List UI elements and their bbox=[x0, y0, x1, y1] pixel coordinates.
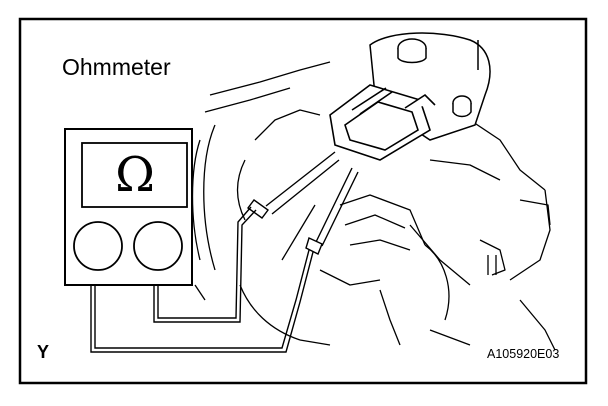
sensor-connector bbox=[329, 84, 436, 161]
probe-leads bbox=[90, 151, 359, 353]
meter-display bbox=[81, 142, 188, 208]
engine-background-sketch bbox=[191, 61, 556, 351]
meter-terminal-left bbox=[73, 221, 123, 271]
meter-terminal-right bbox=[133, 221, 183, 271]
ohmmeter-device bbox=[64, 128, 193, 286]
ohmmeter-label: Ohmmeter bbox=[62, 54, 171, 80]
omega-symbol: Ω bbox=[115, 147, 155, 203]
corner-mark: Y bbox=[37, 342, 50, 362]
figure-code: A105920E03 bbox=[487, 347, 560, 361]
